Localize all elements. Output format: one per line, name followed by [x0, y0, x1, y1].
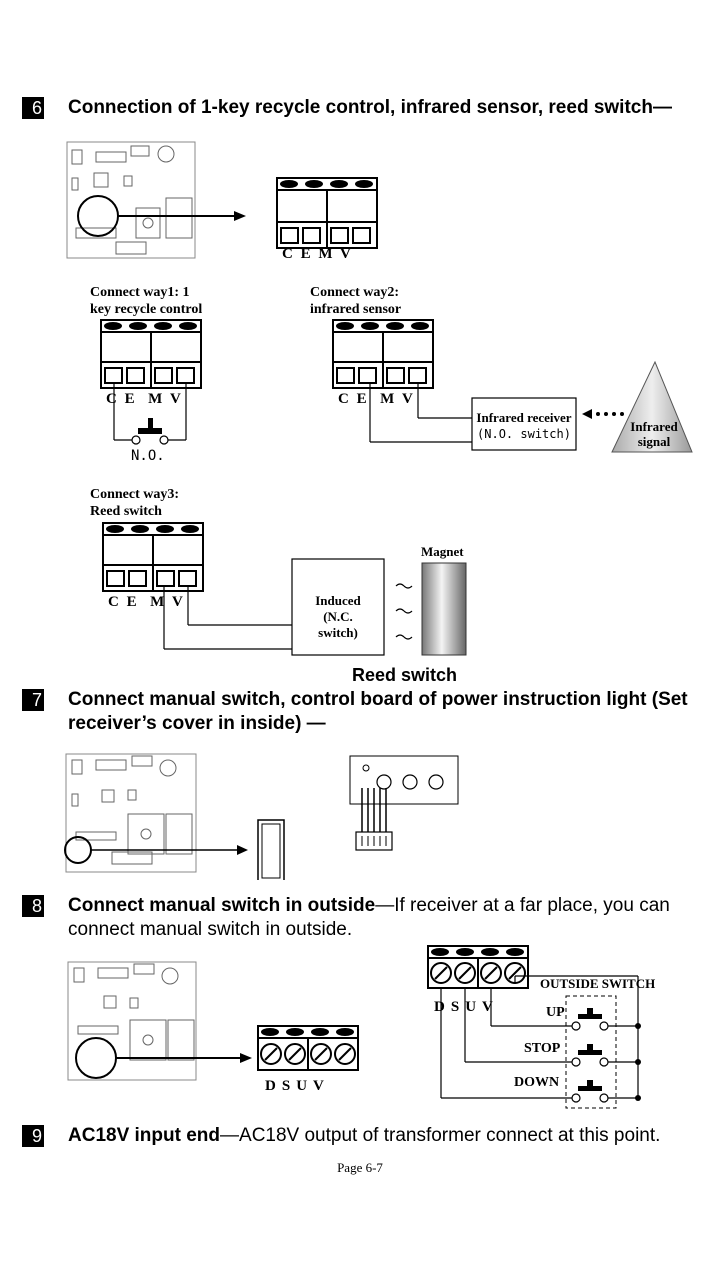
way2-title: Connect way2: infrared sensor — [310, 285, 402, 317]
terminal-labels-top: C E M V — [282, 246, 353, 262]
section-7-title: Connect manual switch, control board of … — [68, 689, 688, 734]
induced-nc-switch-box: Induced (N.C. switch) — [315, 593, 361, 640]
stop-button-label: STOP — [524, 1041, 561, 1056]
control-board-thumbnail — [66, 141, 246, 259]
way2-terminal-labels: C E M V — [338, 391, 415, 407]
terminal-labels-dsuv-small: DSUV — [265, 1078, 330, 1094]
way3-diagram — [102, 522, 467, 656]
section-8-number: 8 — [22, 895, 44, 917]
section-8-title: Connect manual switch in outside—If rece… — [68, 895, 670, 940]
way1-terminal-labels: C E M V — [106, 391, 183, 407]
section-7-number: 7 — [22, 689, 44, 711]
no-switch-label: N.O. — [131, 448, 165, 464]
terminal-block-cemv — [276, 177, 378, 249]
way3-title: Connect way3: Reed switch — [90, 487, 180, 519]
section8-diagram — [67, 945, 641, 1109]
up-button-label: UP — [546, 1005, 565, 1020]
terminal-labels-dsuv-large: DSUV — [434, 999, 499, 1015]
infrared-signal-label: Infrared signal — [630, 419, 678, 449]
section7-diagram — [64, 753, 459, 880]
outside-switch-label: OUTSIDE SWITCH — [540, 976, 656, 991]
infrared-receiver-box: Infrared receiver (N.O. switch) — [476, 410, 572, 441]
section-6-number: 6 — [22, 97, 44, 119]
magnet-label: Magnet — [421, 544, 464, 559]
page-number: Page 6-7 — [337, 1160, 383, 1175]
down-button-label: DOWN — [514, 1075, 560, 1090]
section-9-title: AC18V input end—AC18V output of transfor… — [68, 1125, 661, 1146]
way1-title: Connect way1: 1 key recycle control — [90, 285, 203, 317]
section-9-number: 9 — [22, 1125, 44, 1147]
reed-switch-caption: Reed switch — [352, 665, 458, 685]
way1-diagram — [100, 319, 202, 445]
way3-terminal-labels: C E M V — [108, 594, 185, 610]
way2-diagram — [332, 319, 693, 453]
section-6-title: Connection of 1-key recycle control, inf… — [68, 97, 672, 118]
